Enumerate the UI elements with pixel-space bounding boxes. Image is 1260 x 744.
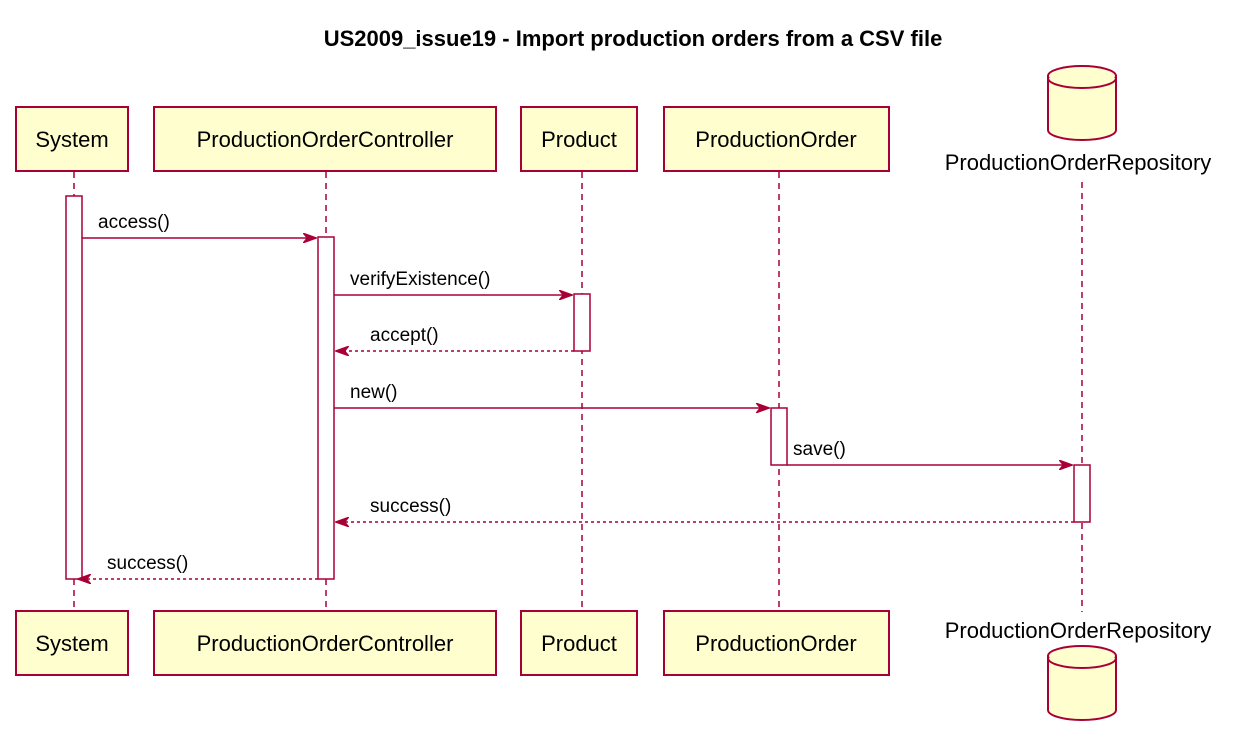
diagram-title: US2009_issue19 - Import production order… — [324, 26, 943, 51]
activation-controller — [317, 236, 335, 580]
message-accept: accept() — [336, 325, 574, 351]
participant-repository-top: ProductionOrderRepository — [945, 65, 1212, 175]
participant-system-bottom: System — [15, 610, 129, 676]
participant-system-top: System — [15, 106, 129, 172]
message-label: new() — [350, 382, 398, 403]
svg-text:ProductionOrder: ProductionOrder — [695, 127, 856, 152]
database-icon — [1047, 645, 1117, 721]
svg-text:System: System — [35, 631, 108, 656]
participant-production-order-bottom: ProductionOrder — [663, 610, 890, 676]
svg-text:Product: Product — [541, 127, 617, 152]
svg-text:ProductionOrderRepository: ProductionOrderRepository — [945, 618, 1212, 643]
message-label: accept() — [370, 325, 439, 346]
participant-controller-top: ProductionOrderController — [153, 106, 497, 172]
message-label: access() — [98, 212, 170, 233]
svg-text:Product: Product — [541, 631, 617, 656]
participant-product-top: Product — [520, 106, 638, 172]
message-verify-existence: verifyExistence() — [334, 269, 572, 295]
activation-repository — [1073, 464, 1091, 523]
activation-production-order — [770, 407, 788, 466]
svg-text:ProductionOrderRepository: ProductionOrderRepository — [945, 150, 1212, 175]
svg-text:ProductionOrder: ProductionOrder — [695, 631, 856, 656]
message-new: new() — [334, 382, 769, 408]
message-save: save() — [787, 439, 1072, 465]
message-label: success() — [370, 496, 451, 517]
message-success-repository: success() — [336, 496, 1074, 522]
message-label: save() — [793, 439, 846, 460]
activation-product — [573, 293, 591, 352]
activation-system — [65, 195, 83, 580]
message-label: success() — [107, 553, 188, 574]
participant-product-bottom: Product — [520, 610, 638, 676]
message-access: access() — [82, 212, 316, 238]
message-label: verifyExistence() — [350, 269, 490, 290]
database-icon — [1047, 65, 1117, 141]
svg-text:ProductionOrderController: ProductionOrderController — [197, 631, 454, 656]
participant-controller-bottom: ProductionOrderController — [153, 610, 497, 676]
participant-repository-bottom: ProductionOrderRepository — [945, 618, 1212, 721]
svg-text:ProductionOrderController: ProductionOrderController — [197, 127, 454, 152]
message-success-system: success() — [78, 553, 318, 579]
svg-text:System: System — [35, 127, 108, 152]
participant-production-order-top: ProductionOrder — [663, 106, 890, 172]
